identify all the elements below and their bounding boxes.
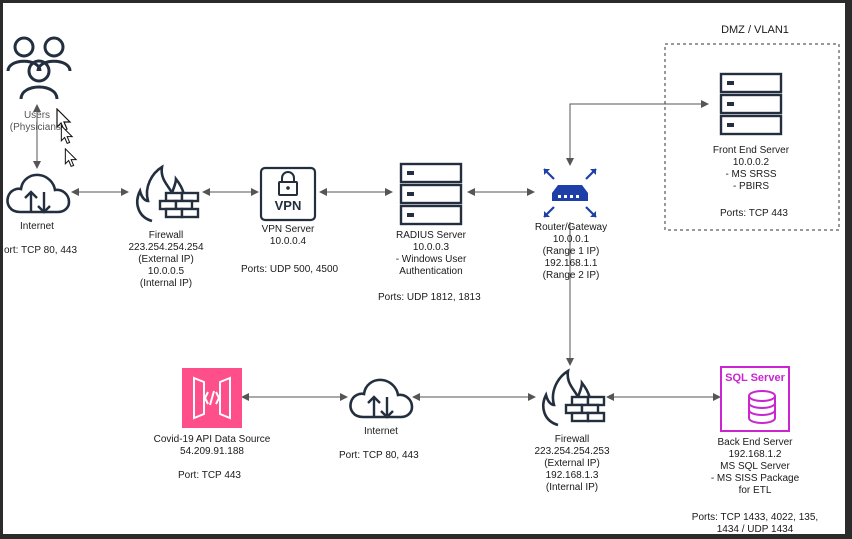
vpn-server-icon bbox=[259, 166, 317, 222]
internet-cloud-icon bbox=[349, 378, 414, 419]
api-gateway-icon bbox=[182, 368, 242, 428]
sql-server-icon bbox=[720, 366, 790, 432]
router-icon bbox=[543, 168, 597, 218]
firewall-icon bbox=[542, 368, 606, 427]
sql-ports: Ports: TCP 1433, 4022, 135,1434 / UDP 14… bbox=[691, 512, 819, 535]
frontend-server-icon bbox=[719, 72, 783, 136]
internet-bottom-ports: Port: TCP 80, 443 bbox=[339, 450, 419, 461]
users-label: Users(Physicians) bbox=[9, 110, 65, 133]
vpn-ports: Ports: UDP 500, 4500 bbox=[241, 264, 339, 275]
vpn-badge: VPN bbox=[274, 198, 302, 213]
api-ports: Port: TCP 443 bbox=[178, 470, 241, 481]
internet-cloud-icon bbox=[6, 173, 71, 214]
cursor-icon bbox=[60, 125, 74, 144]
firewall-icon bbox=[136, 164, 200, 223]
link-router-frontend bbox=[566, 100, 709, 166]
users-icon bbox=[6, 36, 72, 100]
dmz-title: DMZ / VLAN1 bbox=[721, 24, 789, 36]
internet-left-ports: ort: TCP 80, 443 bbox=[4, 245, 78, 256]
frontend-ports: Ports: TCP 443 bbox=[720, 208, 788, 219]
sql-badge: SQL Server bbox=[725, 372, 785, 384]
internet-bottom-label: Internet bbox=[364, 426, 398, 437]
radius-server-icon bbox=[399, 162, 463, 226]
internet-left-label: Internet bbox=[20, 221, 54, 232]
diagram-canvas bbox=[3, 3, 845, 534]
radius-ports: Ports: UDP 1812, 1813 bbox=[378, 292, 481, 303]
cursor-icon bbox=[64, 148, 78, 167]
